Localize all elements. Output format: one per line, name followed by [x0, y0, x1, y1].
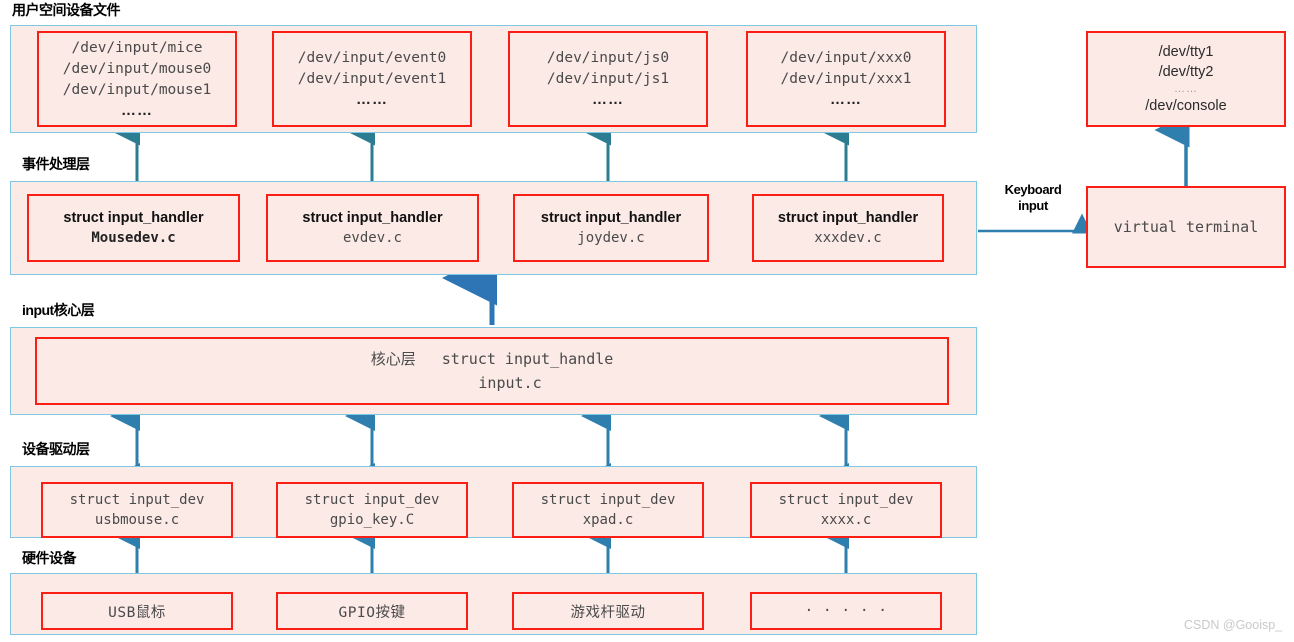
struct-label: struct input_handler — [540, 210, 682, 226]
node-input-dev-xxxx: struct input_dev xxxx.c — [750, 482, 942, 538]
path-line: /dev/input/xxx1 — [780, 71, 912, 87]
node-hw-joystick: 游戏杆驱动 — [512, 592, 704, 630]
node-hw-other: · · · · · — [750, 592, 942, 630]
hw-label: · · · · · — [804, 603, 888, 619]
node-input-dev-xpad: struct input_dev xpad.c — [512, 482, 704, 538]
arrows-handler-to-userspace — [113, 118, 849, 188]
ellipsis: …… — [1174, 83, 1198, 95]
node-input-core: 核心层 struct input_handle input.c — [35, 337, 949, 405]
watermark: CSDN @Gooisp_ — [1184, 618, 1283, 632]
node-dev-tty: /dev/tty1 /dev/tty2 …… /dev/console — [1086, 31, 1286, 127]
ellipsis: …… — [592, 91, 624, 108]
file-label: gpio_key.C — [329, 512, 415, 528]
caption-device-driver: 设备驱动层 — [22, 441, 90, 457]
hw-label: GPIO按键 — [338, 604, 406, 621]
caption-hardware: 硬件设备 — [22, 550, 77, 566]
caption-userspace: 用户空间设备文件 — [12, 2, 121, 18]
path-line: /dev/input/mouse1 — [62, 81, 212, 98]
ellipsis: …… — [121, 101, 153, 119]
tty-line: /dev/tty2 — [1158, 64, 1214, 80]
file-label: xpad.c — [582, 512, 634, 528]
tty-line: /dev/console — [1145, 98, 1227, 114]
caption-event-handler: 事件处理层 — [22, 156, 90, 172]
node-dev-input-js: /dev/input/js0 /dev/input/js1 …… — [508, 31, 708, 127]
path-line: /dev/input/event0 — [297, 50, 447, 66]
file-label: joydev.c — [577, 230, 645, 246]
node-input-handler-xxxdev: struct input_handler xxxdev.c — [752, 194, 944, 262]
file-label: Mousedev.c — [91, 230, 176, 246]
file-label: usbmouse.c — [94, 512, 180, 528]
node-hw-usb-mouse: USB鼠标 — [41, 592, 233, 630]
node-dev-input-xxx: /dev/input/xxx0 /dev/input/xxx1 …… — [746, 31, 946, 127]
file-label: evdev.c — [342, 230, 402, 246]
keyboard-input-label: Keyboard input — [993, 182, 1073, 214]
hw-label: 游戏杆驱动 — [570, 604, 646, 621]
path-line: /dev/input/mouse0 — [62, 60, 212, 77]
keyboard-input-line1: Keyboard — [1004, 182, 1062, 197]
node-dev-input-event: /dev/input/event0 /dev/input/event1 …… — [272, 31, 472, 127]
path-line: /dev/input/mice — [71, 39, 203, 56]
struct-label: struct input_handler — [302, 210, 443, 226]
node-input-dev-usbmouse: struct input_dev usbmouse.c — [41, 482, 233, 538]
vt-label: virtual terminal — [1113, 218, 1259, 236]
node-virtual-terminal: virtual terminal — [1086, 186, 1286, 268]
hw-label: USB鼠标 — [108, 604, 166, 621]
node-hw-gpio-key: GPIO按键 — [276, 592, 468, 630]
node-input-handler-mousedev: struct input_handler Mousedev.c — [27, 194, 240, 262]
file-label: xxxdev.c — [814, 230, 882, 246]
path-line: /dev/input/event1 — [297, 71, 447, 87]
node-input-handler-evdev: struct input_handler evdev.c — [266, 194, 479, 262]
struct-label: struct input_dev — [778, 492, 914, 508]
tty-line: /dev/tty1 — [1158, 44, 1214, 60]
node-input-dev-gpio-key: struct input_dev gpio_key.C — [276, 482, 468, 538]
struct-label: struct input_dev — [304, 492, 440, 508]
path-line: /dev/input/js1 — [546, 71, 670, 87]
core-line-1: 核心层 struct input_handle — [371, 347, 614, 371]
ellipsis: …… — [830, 91, 862, 108]
node-input-handler-joydev: struct input_handler joydev.c — [513, 194, 709, 262]
struct-label: struct input_dev — [69, 492, 205, 508]
struct-label: struct input_handler — [777, 210, 919, 226]
path-line: /dev/input/js0 — [546, 50, 670, 66]
struct-label: struct input_handler — [63, 210, 204, 226]
file-label: xxxx.c — [820, 512, 872, 528]
node-dev-input-mice: /dev/input/mice /dev/input/mouse0 /dev/i… — [37, 31, 237, 127]
core-file-label: input.c — [478, 374, 542, 392]
caption-input-core: input核心层 — [22, 302, 95, 318]
struct-label: struct input_dev — [540, 492, 676, 508]
core-struct-label: struct input_handle — [441, 350, 614, 368]
keyboard-input-line2: input — [1018, 198, 1048, 213]
path-line: /dev/input/xxx0 — [780, 50, 912, 66]
core-cjk-label: 核心层 — [370, 350, 416, 368]
ellipsis: …… — [356, 91, 388, 108]
